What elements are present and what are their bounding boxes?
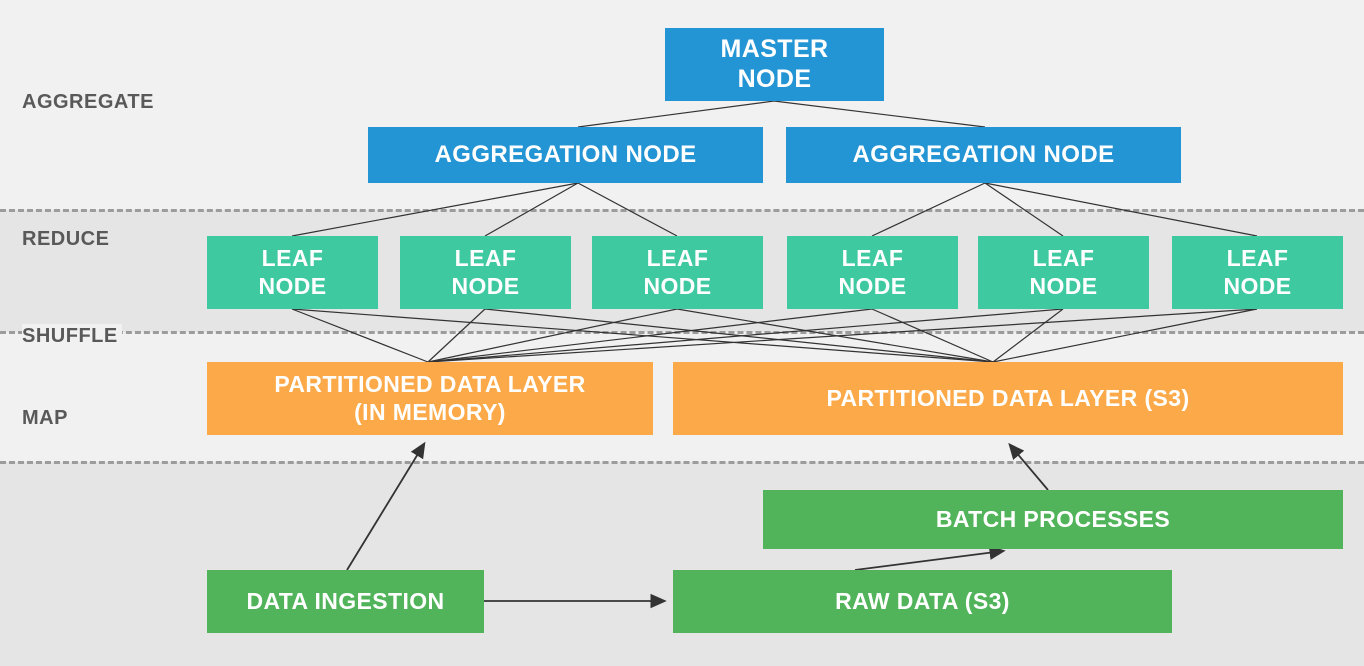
node-leaf-1-label-line1: LEAF (261, 245, 324, 272)
node-leaf-1-label-line2: NODE (258, 272, 327, 299)
node-master[interactable]: MASTER NODE (665, 28, 884, 101)
node-aggregation-2[interactable]: AGGREGATION NODE (786, 127, 1181, 183)
divider-shuffle (0, 331, 1364, 334)
node-data-ingestion-label: DATA INGESTION (246, 587, 445, 614)
node-leaf-2-label-line2: NODE (451, 272, 520, 299)
node-partitioned-data-layer-s3[interactable]: PARTITIONED DATA LAYER (S3) (673, 362, 1343, 435)
node-partitioned-memory-label-line2: (IN MEMORY) (354, 398, 506, 425)
node-leaf-4-label-line2: NODE (838, 272, 907, 299)
divider-map-ingestion (0, 461, 1364, 464)
node-partitioned-data-layer-memory[interactable]: PARTITIONED DATA LAYER (IN MEMORY) (207, 362, 653, 435)
node-leaf-3-label-line2: NODE (643, 272, 712, 299)
node-leaf-4[interactable]: LEAF NODE (787, 236, 958, 309)
stage-label-reduce: REDUCE (22, 228, 110, 250)
node-batch-processes[interactable]: BATCH PROCESSES (763, 490, 1343, 549)
divider-aggregate-reduce (0, 209, 1364, 212)
stage-label-shuffle: SHUFFLE (22, 324, 122, 349)
node-leaf-4-label-line1: LEAF (841, 245, 904, 272)
node-leaf-3-label-line1: LEAF (646, 245, 709, 272)
node-partitioned-s3-label: PARTITIONED DATA LAYER (S3) (826, 384, 1190, 411)
node-leaf-3[interactable]: LEAF NODE (592, 236, 763, 309)
node-leaf-6-label-line1: LEAF (1226, 245, 1289, 272)
node-leaf-2-label-line1: LEAF (454, 245, 517, 272)
node-leaf-5-label-line1: LEAF (1032, 245, 1095, 272)
node-raw-data-label: RAW DATA (S3) (835, 587, 1010, 614)
node-aggregation-1-label: AGGREGATION NODE (434, 140, 697, 168)
node-master-label-line2: NODE (737, 64, 812, 93)
node-aggregation-1[interactable]: AGGREGATION NODE (368, 127, 763, 183)
node-master-label-line1: MASTER (720, 35, 829, 63)
node-aggregation-2-label: AGGREGATION NODE (852, 140, 1115, 168)
node-raw-data-s3[interactable]: RAW DATA (S3) (673, 570, 1172, 633)
node-leaf-5[interactable]: LEAF NODE (978, 236, 1149, 309)
node-leaf-5-label-line2: NODE (1029, 272, 1098, 299)
node-leaf-2[interactable]: LEAF NODE (400, 236, 571, 309)
node-leaf-6-label-line2: NODE (1223, 272, 1292, 299)
node-leaf-1[interactable]: LEAF NODE (207, 236, 378, 309)
node-partitioned-memory-label-line1: PARTITIONED DATA LAYER (274, 371, 586, 398)
stage-label-map: MAP (22, 407, 68, 429)
node-leaf-6[interactable]: LEAF NODE (1172, 236, 1343, 309)
node-data-ingestion[interactable]: DATA INGESTION (207, 570, 484, 633)
node-batch-processes-label: BATCH PROCESSES (935, 505, 1171, 532)
stage-label-aggregate: AGGREGATE (22, 91, 154, 113)
